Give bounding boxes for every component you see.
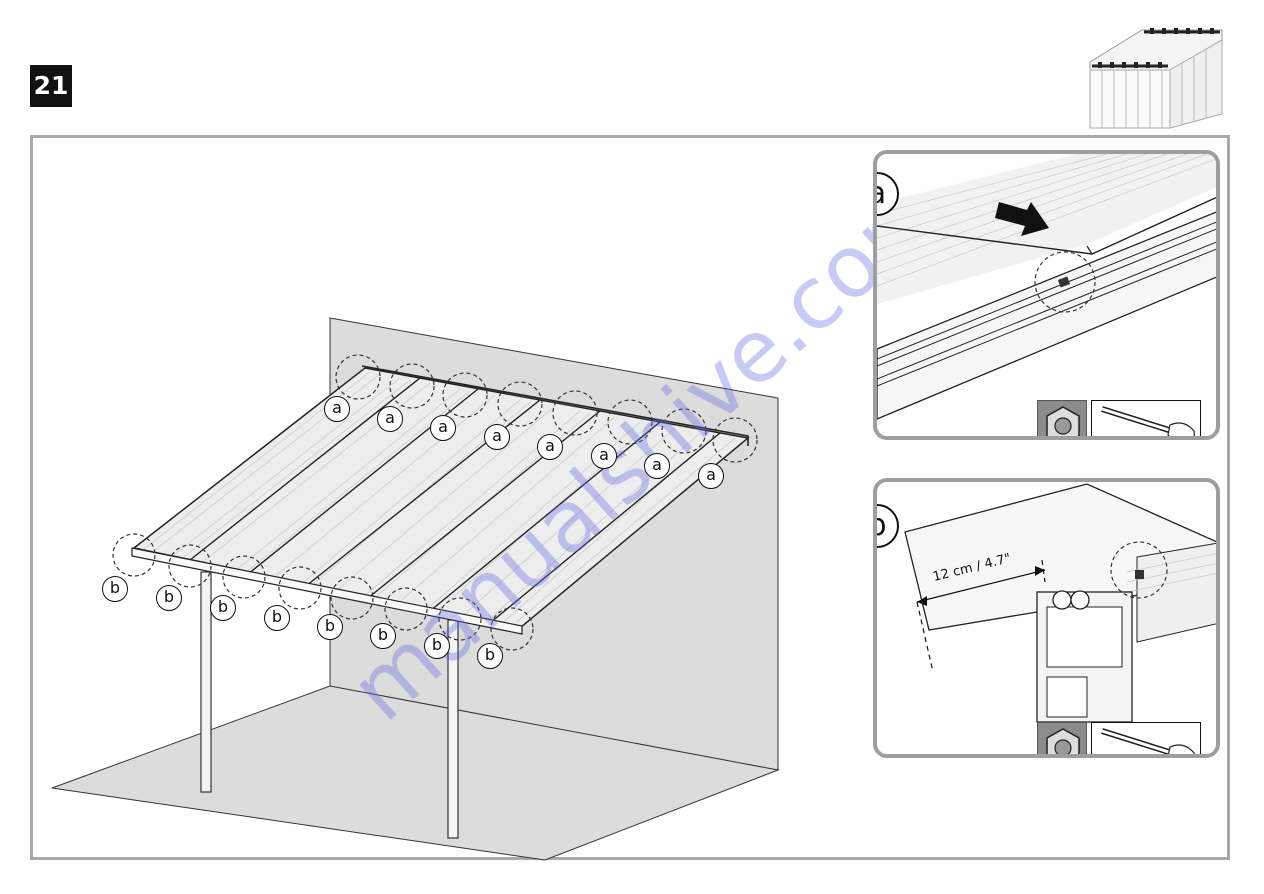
callout-a: a (324, 396, 350, 422)
callout-b: b (210, 595, 236, 621)
back-dashed-circles (335, 354, 758, 463)
hex-nut-icon (1037, 722, 1087, 754)
hex-nut-icon (1037, 400, 1087, 436)
pergola-thumbnail-icon (1089, 28, 1223, 129)
detail-b-illustration (904, 483, 1216, 723)
callout-a: a (537, 434, 563, 460)
main-illustration-frame (30, 135, 1230, 860)
callout-b: b (264, 605, 290, 631)
callout-b: b (477, 643, 503, 669)
callout-b: b (317, 614, 343, 640)
detail-b-panel: b 12 cm / 4.7" (873, 478, 1220, 758)
wall-rail (361, 365, 749, 446)
callout-a: a (644, 453, 670, 479)
callout-a: a (484, 424, 510, 450)
callout-a: a (430, 415, 456, 441)
detail-a-panel: a (873, 150, 1220, 440)
rubber-mallet-tool-icon (1091, 400, 1201, 436)
callout-a: a (377, 406, 403, 432)
detail-a-illustration (877, 154, 1216, 420)
callout-b: b (370, 623, 396, 649)
callout-a: a (591, 443, 617, 469)
callout-b: b (424, 633, 450, 659)
callout-b: b (102, 576, 128, 602)
rubber-mallet-tool-icon (1091, 722, 1201, 754)
front-gutter (131, 547, 523, 635)
step-number: 21 (30, 65, 72, 107)
front-dashed-circles (112, 533, 534, 651)
callout-b: b (156, 585, 182, 611)
callout-a: a (698, 463, 724, 489)
push-arrow-icon (995, 202, 1049, 236)
floor (51, 685, 780, 861)
